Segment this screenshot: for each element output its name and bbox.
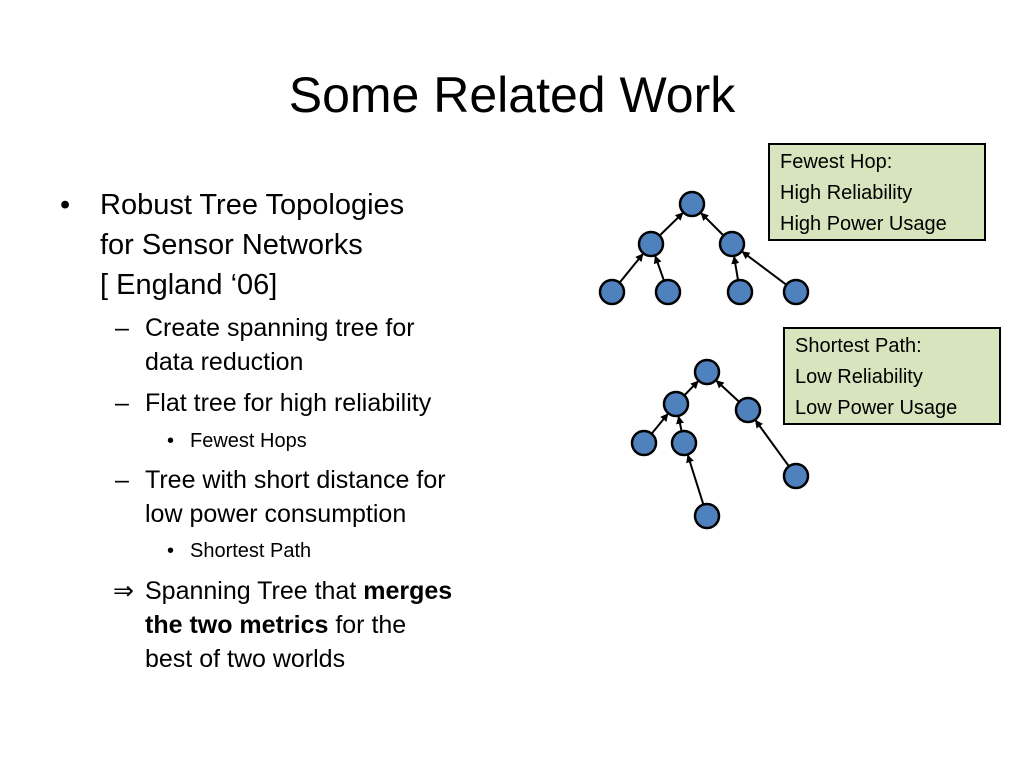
tree-node <box>782 462 810 490</box>
bullet-icon: • <box>167 540 175 562</box>
point-shortest-path: Shortest Path <box>190 540 312 562</box>
tree-node <box>718 230 746 258</box>
tree-nodes <box>598 190 810 530</box>
conclusion-bold-b: the two metrics <box>145 611 329 639</box>
sub-bullet-flat-tree: Flat tree for high reliability <box>145 389 432 417</box>
conclusion-line: the two metrics for the <box>145 608 515 642</box>
tree-node <box>598 278 626 306</box>
sub-bullet-line: data reduction <box>145 348 304 376</box>
tree-node <box>734 396 762 424</box>
point-fewest-hops: Fewest Hops <box>190 430 307 452</box>
conclusion-line: Spanning Tree that merges <box>145 574 515 608</box>
tree-edge-arrow <box>741 251 788 286</box>
tree-node <box>654 278 682 306</box>
dash-icon: – <box>115 389 129 417</box>
main-bullet-line: [ England ‘06] <box>100 269 278 301</box>
sub-bullet-line: low power consumption <box>145 500 407 528</box>
conclusion-text-b: for the <box>328 611 407 639</box>
tree-edge-arrow <box>715 380 740 403</box>
tree-node <box>693 358 721 386</box>
tree-node <box>693 502 721 530</box>
tree-edge-arrow <box>653 255 665 282</box>
tree-edge-arrow <box>686 454 705 505</box>
dash-icon: – <box>115 314 129 342</box>
sub-bullet-line: Create spanning tree for <box>145 314 415 342</box>
sub-bullet-short-distance-tree: Tree with short distance for low power c… <box>145 463 515 531</box>
tree-node <box>630 429 658 457</box>
tree-node <box>782 278 810 306</box>
callout-line: High Power Usage <box>780 213 947 235</box>
tree-edge-arrow <box>683 380 699 397</box>
tree-node <box>726 278 754 306</box>
callout-line: Fewest Hop: <box>780 151 893 173</box>
slide-title: Some Related Work <box>288 67 736 123</box>
bullet-icon: • <box>167 430 175 452</box>
main-bullet-text: Robust Tree Topologies for Sensor Networ… <box>100 185 520 305</box>
tree-edge-arrow <box>676 415 684 432</box>
conclusion-bold-a: merges <box>363 577 453 605</box>
callout-shortest-path: Shortest Path: Low Reliability Low Power… <box>783 327 1001 425</box>
callout-line: Low Reliability <box>795 366 923 388</box>
bullet-icon: • <box>60 189 71 221</box>
sub-bullet-create-spanning-tree: Create spanning tree for data reduction <box>145 311 515 379</box>
tree-edge-arrow <box>618 253 644 284</box>
dash-icon: – <box>115 466 129 494</box>
callout-line: High Reliability <box>780 182 913 204</box>
conclusion-text-a: Spanning Tree that <box>145 577 364 605</box>
callout-fewest-hop: Fewest Hop: High Reliability High Power … <box>768 143 986 241</box>
tree-edge-arrow <box>650 413 669 435</box>
sub-bullet-line: Tree with short distance for <box>145 466 446 494</box>
main-bullet-line: for Sensor Networks <box>100 229 363 261</box>
main-bullet-line: Robust Tree Topologies <box>100 189 405 221</box>
conclusion-line: best of two worlds <box>145 645 346 673</box>
callout-line: Shortest Path: <box>795 335 922 357</box>
tree-node <box>670 429 698 457</box>
tree-edges <box>618 212 790 505</box>
tree-node <box>662 390 690 418</box>
tree-node <box>637 230 665 258</box>
conclusion-text: Spanning Tree that merges the two metric… <box>145 574 515 676</box>
implies-arrow-icon: ⇒ <box>113 577 134 605</box>
tree-edge-arrow <box>754 419 790 467</box>
callout-line: Low Power Usage <box>795 397 958 419</box>
tree-edge-arrow <box>700 212 725 237</box>
tree-node <box>678 190 706 218</box>
tree-edge-arrow <box>658 212 684 237</box>
tree-edge-arrow <box>731 255 740 281</box>
